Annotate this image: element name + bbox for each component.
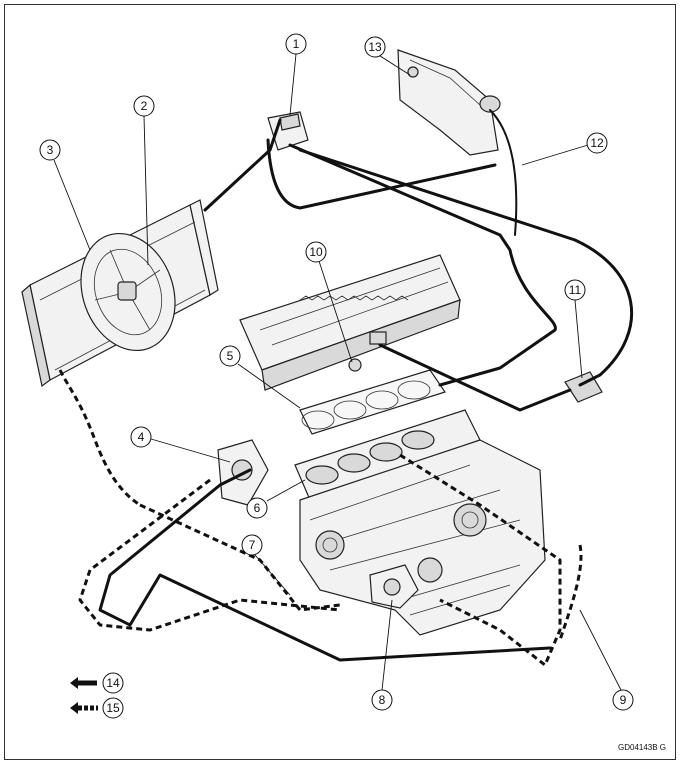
callout-7: 7 xyxy=(241,534,263,556)
svg-text:8: 8 xyxy=(379,693,386,707)
svg-text:13: 13 xyxy=(368,40,382,54)
radiator-fan xyxy=(80,232,176,352)
head-gasket xyxy=(299,369,446,435)
legend-dashed: 15 xyxy=(70,697,124,719)
callout-6: 6 xyxy=(246,497,268,519)
svg-text:9: 9 xyxy=(620,693,627,707)
cylinder-block xyxy=(294,409,481,501)
svg-text:2: 2 xyxy=(141,99,148,113)
callout-14: 14 xyxy=(102,672,124,694)
drawing-code: GD04143B G xyxy=(618,743,666,752)
svg-text:7: 7 xyxy=(249,538,256,552)
svg-text:5: 5 xyxy=(227,349,234,363)
callout-1: 1 xyxy=(285,33,307,55)
callout-3: 3 xyxy=(39,139,61,161)
cylinder-head xyxy=(239,254,461,391)
callout-15: 15 xyxy=(102,697,124,719)
legend: 14 15 xyxy=(70,672,124,719)
svg-text:11: 11 xyxy=(569,283,582,297)
svg-text:4: 4 xyxy=(138,430,145,444)
water-pump xyxy=(369,564,419,609)
svg-text:1: 1 xyxy=(293,37,300,51)
callout-10: 10 xyxy=(305,241,327,263)
callout-12: 12 xyxy=(586,132,608,154)
arrow-left-icon xyxy=(70,677,78,689)
callout-13: 13 xyxy=(364,36,386,58)
leader-lines xyxy=(53,53,622,691)
hoses-dashed xyxy=(58,369,583,667)
svg-text:6: 6 xyxy=(254,501,261,515)
callout-11: 11 xyxy=(564,279,586,301)
svg-text:12: 12 xyxy=(590,136,604,150)
reserve-tank-hose xyxy=(489,109,518,236)
callout-5: 5 xyxy=(219,345,241,367)
svg-text:15: 15 xyxy=(106,701,120,715)
svg-text:3: 3 xyxy=(47,143,54,157)
reserve-tank xyxy=(397,49,501,156)
callout-4: 4 xyxy=(130,426,152,448)
svg-text:14: 14 xyxy=(106,676,120,690)
svg-text:10: 10 xyxy=(309,245,323,259)
legend-solid: 14 xyxy=(70,672,124,694)
thermostat-housing xyxy=(267,111,309,151)
callout-2: 2 xyxy=(133,95,155,117)
crankcase xyxy=(299,439,546,636)
hoses-solid xyxy=(98,118,634,662)
arrow-left-icon xyxy=(70,702,78,714)
callout-8: 8 xyxy=(371,689,393,711)
callout-9: 9 xyxy=(612,689,634,711)
diagram-frame xyxy=(4,4,676,760)
